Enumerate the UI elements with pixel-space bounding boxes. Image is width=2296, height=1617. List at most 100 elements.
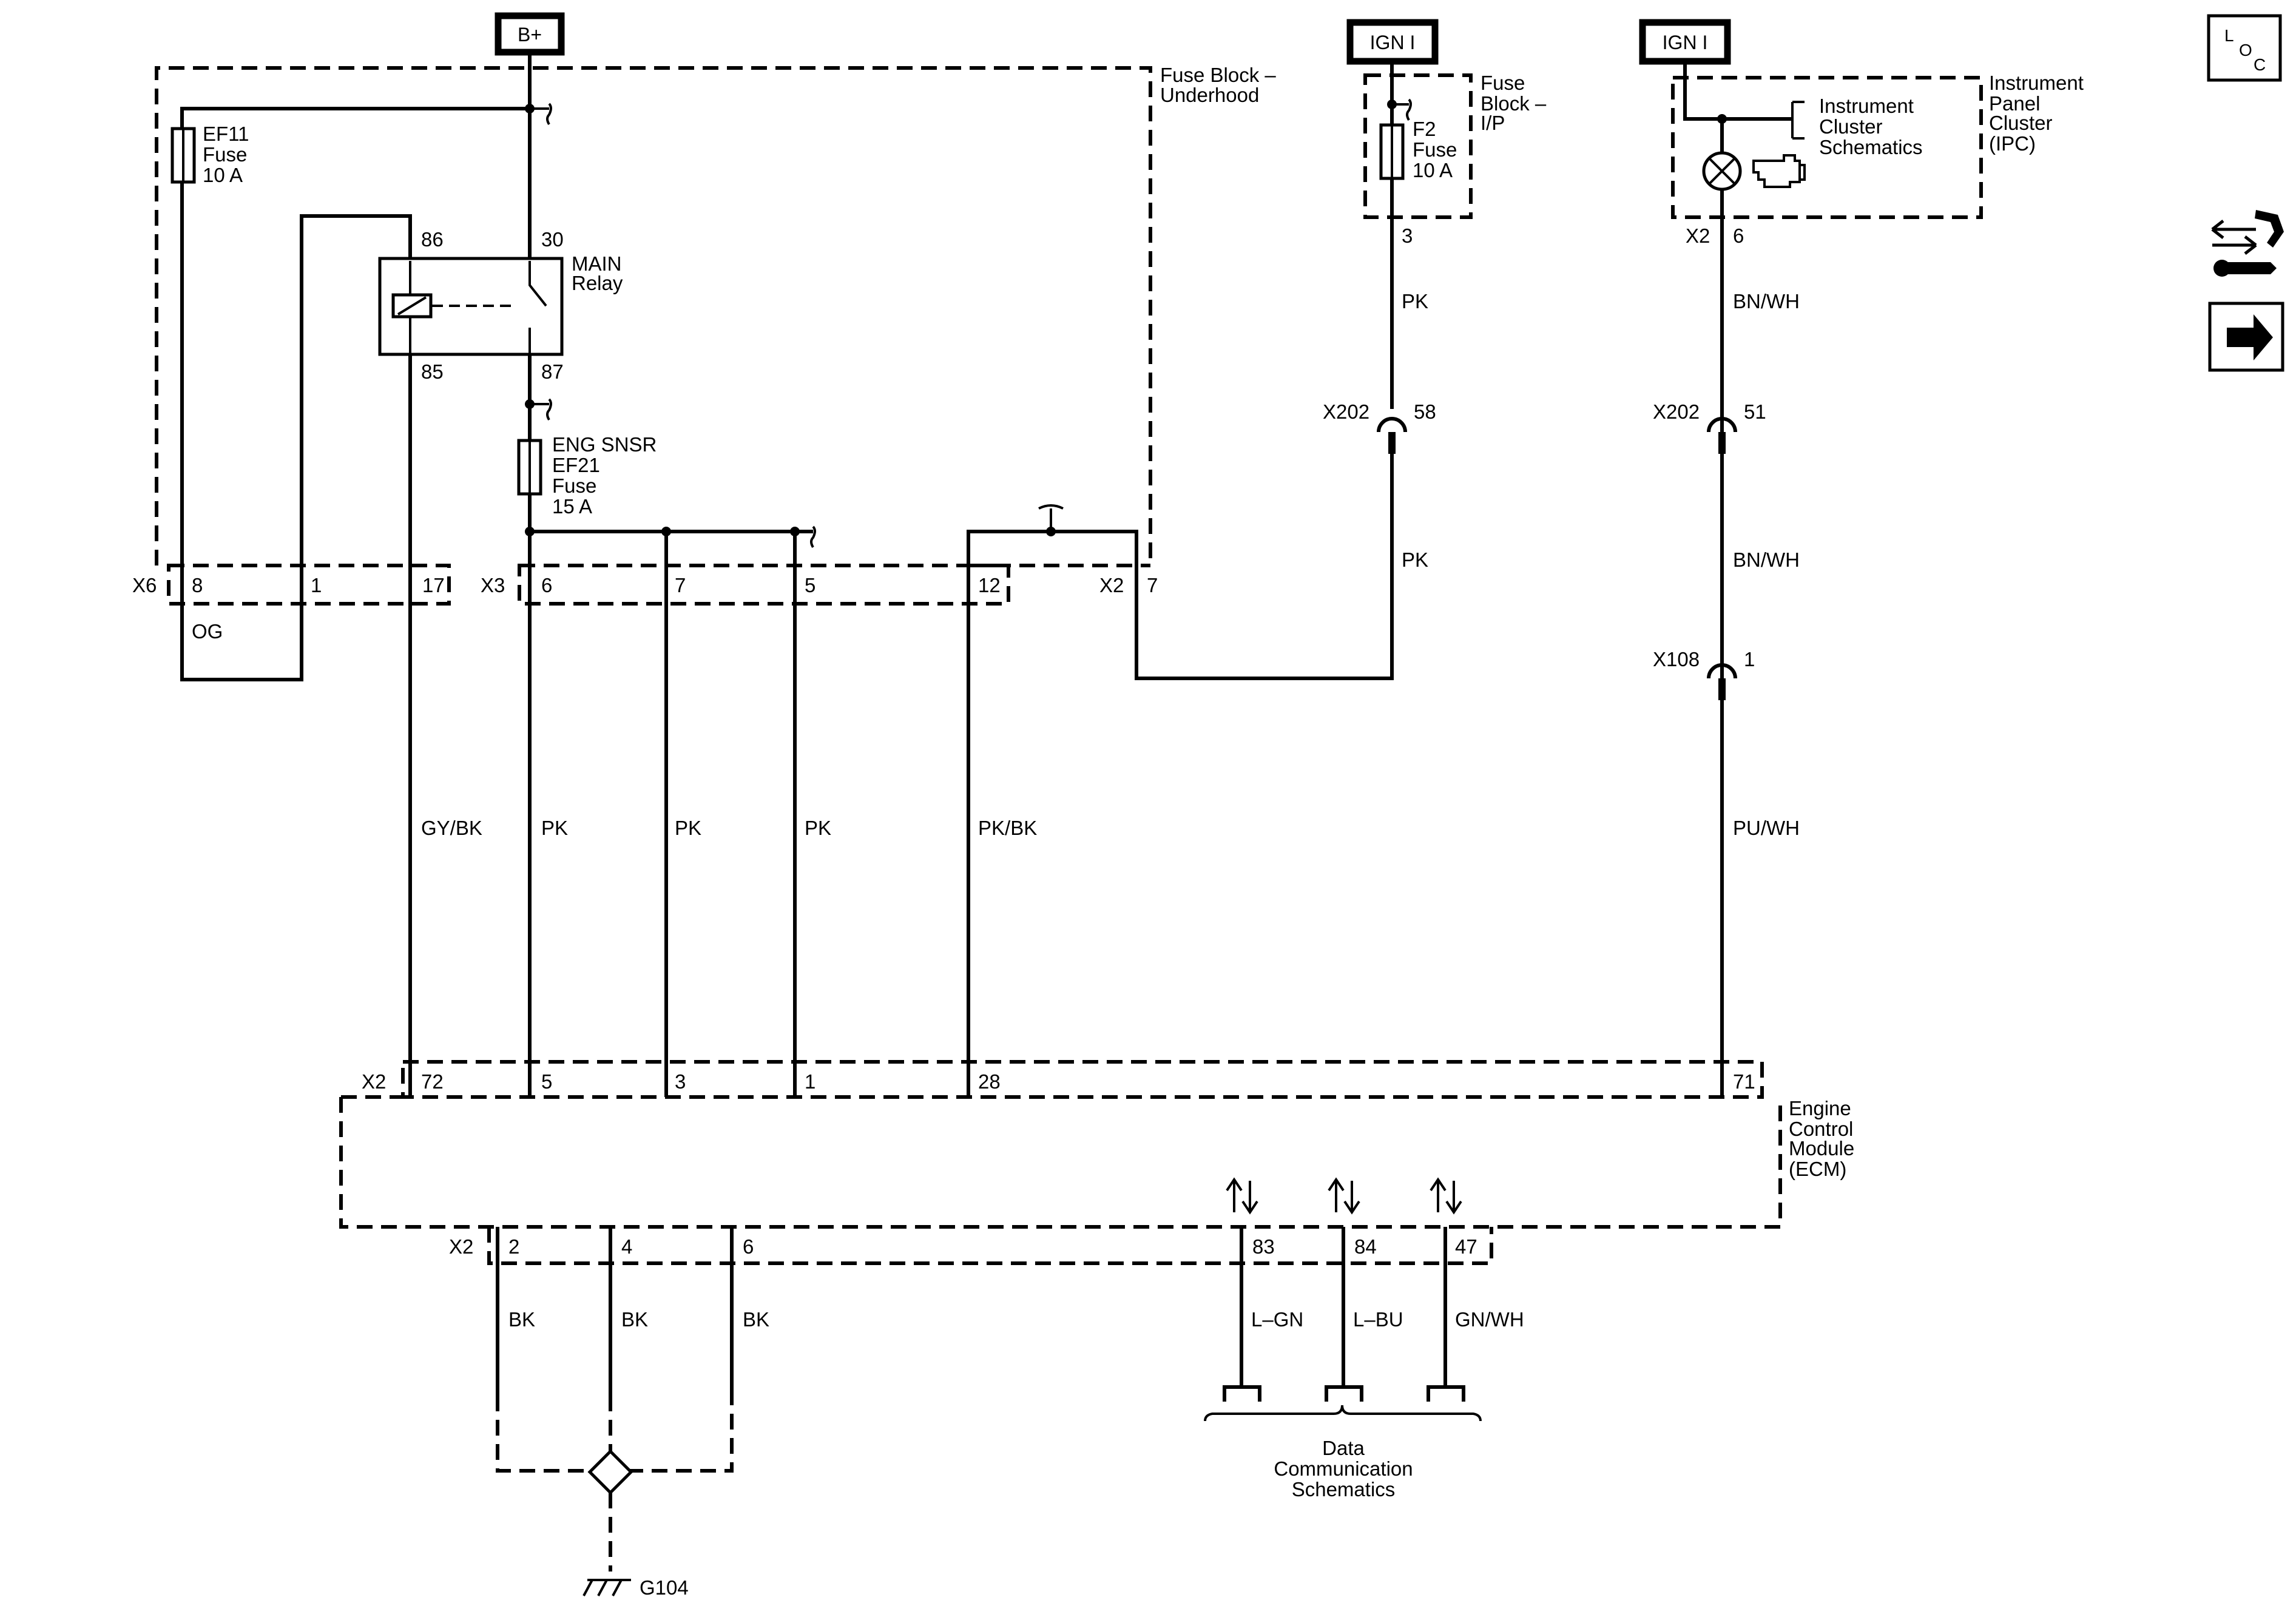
- power-source-ign-1-left-label: IGN I: [1370, 32, 1416, 53]
- ics-label-3: Schematics: [1819, 136, 1923, 158]
- connector-x6: X6: [132, 574, 157, 596]
- pin-x108-1: 1: [1744, 648, 1755, 670]
- pin-x6-1: 1: [311, 574, 322, 596]
- pin-ipc-6: 6: [1733, 224, 1744, 247]
- ecm-label-4: (ECM): [1789, 1158, 1846, 1180]
- connector-x2-ecm-bottom: X2: [449, 1235, 473, 1258]
- loc-icon-c: C: [2254, 55, 2266, 74]
- data-comm-label-2: Communication: [1274, 1457, 1413, 1480]
- wire-color-l-bu: L–BU: [1353, 1308, 1403, 1331]
- pin-ecm-71: 71: [1733, 1070, 1755, 1093]
- fuse-block-underhood: Fuse Block – Underhood X6 X3 X2 8 1 17 6…: [132, 64, 1276, 606]
- fuse-ef21-label-4: 15 A: [552, 495, 592, 518]
- relay-pin-85: 85: [421, 360, 444, 383]
- main-relay: MAIN Relay 86 30 85 87: [378, 228, 623, 383]
- wire-color-l-gn: L–GN: [1251, 1308, 1303, 1331]
- engine-icon: [1752, 154, 1806, 188]
- relay-pin-30: 30: [541, 228, 564, 251]
- fuse-ef21-label-2: EF21: [552, 454, 600, 476]
- splice-diamond-icon: [587, 1449, 633, 1495]
- wire-color-pu-wh: PU/WH: [1733, 817, 1800, 839]
- instrument-panel-cluster: Instrument Panel Cluster (IPC) Instrumen…: [1671, 61, 2084, 1097]
- power-source-ign-1-left: IGN I: [1346, 19, 1439, 65]
- fuse-ef21-label-3: Fuse: [552, 474, 596, 497]
- pin-x3-5: 5: [805, 574, 815, 596]
- wire-color-bk3: BK: [743, 1308, 769, 1331]
- fuse-f2-label-2: Fuse: [1413, 138, 1457, 161]
- fuse-block-underhood-label-1: Fuse Block –: [1160, 64, 1276, 86]
- connector-tool-icon[interactable]: [2211, 210, 2284, 277]
- connector-x202-51: X202 51: [1653, 400, 1766, 454]
- pin-ecm-83: 83: [1252, 1235, 1275, 1258]
- fuse-ef21: ENG SNSR EF21 Fuse 15 A: [517, 433, 657, 518]
- power-source-ign-1-right: IGN I: [1639, 19, 1731, 65]
- check-engine-lamp-icon: [1702, 151, 1742, 191]
- fuse-f2-label-1: F2: [1413, 118, 1436, 140]
- pin-ecm-5: 5: [541, 1070, 552, 1093]
- data-comm-label-3: Schematics: [1292, 1478, 1396, 1501]
- wire-color-bk1: BK: [508, 1308, 535, 1331]
- next-page-button[interactable]: [2208, 302, 2284, 372]
- relay-pin-86: 86: [421, 228, 444, 251]
- ipc-label-1: Instrument: [1989, 72, 2084, 94]
- fuse-block-ip: Fuse Block – I/P F2 Fuse 10 A 3: [1363, 61, 1547, 409]
- wire-color-gn-wh: GN/WH: [1455, 1308, 1524, 1331]
- ground-symbol-icon: [582, 1579, 631, 1596]
- fuse-ef21-label-1: ENG SNSR: [552, 433, 657, 456]
- pin-x6-17: 17: [422, 574, 445, 596]
- location-view-button[interactable]: L O C: [2207, 14, 2282, 82]
- power-source-b-plus: B+: [495, 12, 565, 56]
- connector-x2-fb: X2: [1099, 574, 1124, 596]
- ipc-label-4: (IPC): [1989, 132, 2036, 155]
- pin-x202-51: 51: [1744, 400, 1766, 423]
- connector-x202b: X202: [1653, 400, 1700, 423]
- wire-color-bn-wh1: BN/WH: [1733, 290, 1800, 312]
- ics-label-1: Instrument: [1819, 95, 1914, 117]
- wire-color-og: OG: [192, 620, 223, 643]
- b-plus-bus: [180, 52, 552, 1097]
- pin-ecm-1: 1: [805, 1070, 815, 1093]
- pin-ecm-3: 3: [675, 1070, 686, 1093]
- data-communication: L–GN L–BU GN/WH Data Communication Schem…: [1204, 1227, 1524, 1501]
- wire-color-gy-bk: GY/BK: [421, 817, 482, 839]
- serial-data-arrows-icon: [1226, 1177, 1462, 1215]
- relay-name-2: Relay: [572, 272, 623, 294]
- connector-x202a: X202: [1323, 400, 1369, 423]
- fuse-f2-label-3: 10 A: [1413, 159, 1453, 181]
- connector-x108: X108 1: [1653, 648, 1755, 700]
- fuse-block-ip-label-1: Fuse: [1481, 72, 1525, 94]
- wire-color-pk-c: PK: [805, 817, 831, 839]
- pin-ecm-47: 47: [1455, 1235, 1477, 1258]
- fuse-block-ip-label-2: Block –: [1481, 92, 1547, 115]
- ics-label-2: Cluster: [1819, 115, 1883, 138]
- pin-x2-fb-7: 7: [1147, 574, 1158, 596]
- connector-x3: X3: [481, 574, 505, 596]
- fuse-ef11: EF11 Fuse 10 A: [171, 123, 249, 186]
- connector-x2-ipc: X2: [1686, 224, 1710, 247]
- ground-circuit: G104 BK BK BK: [496, 1227, 769, 1599]
- data-comm-label-1: Data: [1322, 1437, 1365, 1459]
- pin-ecm-72: 72: [421, 1070, 444, 1093]
- pin-ecm-6: 6: [743, 1235, 754, 1258]
- arrow-right-icon: [2227, 314, 2273, 360]
- fuse-ef11-label-3: 10 A: [203, 164, 243, 186]
- wire-color-bn-wh2: BN/WH: [1733, 549, 1800, 571]
- pin-fip-3: 3: [1402, 224, 1413, 247]
- wire-color-bk2: BK: [621, 1308, 648, 1331]
- pin-ecm-28: 28: [978, 1070, 1001, 1093]
- connector-x202-58: X202 58: [1323, 400, 1436, 454]
- ecm-label-3: Module: [1789, 1137, 1854, 1160]
- pin-ecm-4: 4: [621, 1235, 632, 1258]
- wire-color-pk-b: PK: [675, 817, 701, 839]
- pin-ecm-2: 2: [508, 1235, 519, 1258]
- connector-x108-label: X108: [1653, 648, 1700, 670]
- pin-x3-7: 7: [675, 574, 686, 596]
- relay-name-1: MAIN: [572, 252, 622, 275]
- pin-x202-58: 58: [1414, 400, 1436, 423]
- ipc-label-3: Cluster: [1989, 112, 2053, 134]
- power-source-ign-1-right-label: IGN I: [1663, 32, 1708, 53]
- loc-icon-l: L: [2224, 26, 2234, 45]
- fuse-ef11-label-1: EF11: [203, 123, 249, 145]
- ignition-feed: [967, 448, 1394, 1097]
